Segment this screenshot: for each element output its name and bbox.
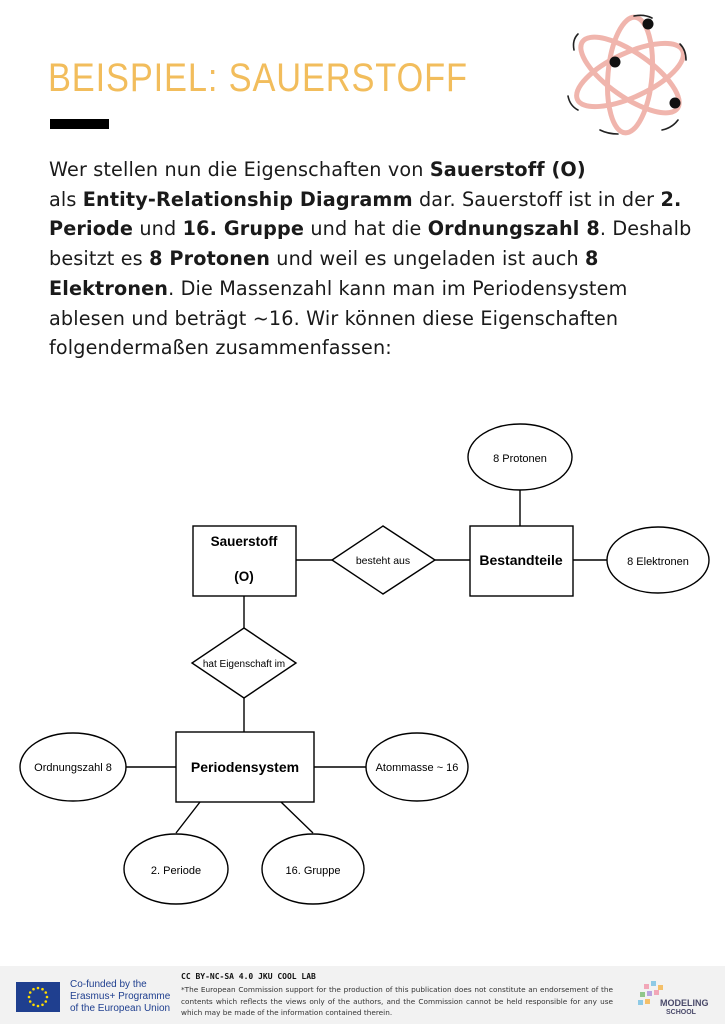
attribute-atommasse-ellipse — [365, 732, 469, 802]
attribute-elektronen-ellipse — [606, 526, 710, 594]
eu-star-icon — [44, 1000, 48, 1003]
intro-text: und — [133, 217, 183, 241]
atom-icon — [567, 14, 687, 136]
relationship-besteht-aus-diamond — [330, 525, 437, 595]
license-text: CC BY-NC-SA 4.0 JKU COOL LAB — [181, 972, 316, 981]
footer — [0, 966, 725, 1024]
attribute-periode-ellipse — [123, 833, 229, 905]
attribute-atommasse-label: Atommasse ~ 16 — [376, 762, 459, 774]
connector-line — [175, 801, 201, 834]
intro-text: dar. Sauerstoff ist in der — [412, 187, 661, 211]
eu-funding-line: Erasmus+ Programme — [70, 991, 171, 1002]
relationship-hat-eigenschaft-label: hat Eigenschaft im — [203, 659, 285, 670]
entity-sauerstoff-box — [192, 525, 297, 597]
eu-funding-text: Co-funded by the Erasmus+ Programme of t… — [70, 979, 178, 1015]
intro-bold-sauerstoff: Sauerstoff (O) — [429, 158, 586, 181]
eu-star-icon — [28, 991, 32, 994]
relationship-hat-eigenschaft-diamond — [190, 627, 298, 699]
eu-star-icon — [27, 995, 31, 999]
intro-bold-elektronen: 8 Elektronen — [49, 247, 599, 300]
eu-star-icon — [41, 1003, 44, 1007]
modeling-school-logo: MODELING SCHOOL — [638, 981, 708, 1016]
intro-text: und hat die — [304, 217, 428, 241]
eu-funding-line: of the European Union — [70, 1003, 171, 1014]
attribute-elektronen-label: 8 Elektronen — [627, 556, 689, 568]
entity-bestandteile-box — [469, 525, 574, 597]
eu-star-icon — [32, 987, 35, 991]
intro-text: als — [49, 187, 83, 211]
attribute-ordnungszahl-ellipse — [19, 732, 127, 802]
attribute-gruppe-label: 16. Gruppe — [285, 865, 340, 877]
eu-star-icon — [44, 991, 48, 994]
entity-bestandteile-label: Bestandteile — [479, 552, 562, 568]
intro-text: Wer stellen nun die Eigenschaften von — [49, 158, 430, 181]
logo-text-school: SCHOOL — [666, 1009, 697, 1016]
eu-flag-icon — [16, 982, 60, 1012]
entity-periodensystem-label: Periodensystem — [191, 759, 299, 775]
er-diagram: Sauerstoff (O) Bestandteile Periodensyst… — [19, 423, 710, 905]
intro-bold-ordnungszahl: Ordnungszahl 8 — [427, 217, 600, 241]
eu-star-icon — [32, 1003, 35, 1007]
eu-star-icon — [28, 1000, 32, 1003]
intro-text: . Deshalb besitzt es — [49, 217, 692, 271]
title-underline-bar — [50, 119, 109, 129]
attribute-periode-label: 2. Periode — [151, 865, 201, 877]
eu-star-icon — [41, 987, 44, 991]
entity-sauerstoff-symbol: (O) — [234, 569, 254, 584]
entity-periodensystem-box — [175, 731, 315, 803]
attribute-gruppe-ellipse — [261, 833, 365, 905]
attribute-protonen-ellipse — [467, 423, 573, 491]
page-title: BEISPIEL: SAUERSTOFF — [48, 56, 468, 100]
logo-text-modeling: MODELING — [660, 998, 708, 1008]
intro-paragraph: Wer stellen nun die Eigenschaften von Sa… — [49, 155, 699, 363]
attribute-protonen-label: 8 Protonen — [493, 453, 547, 465]
intro-bold-gruppe: 16. Gruppe — [182, 217, 305, 241]
disclaimer-text: *The European Commission support for the… — [181, 985, 613, 1018]
intro-bold-erd: Entity-Relationship Diagramm — [82, 187, 413, 211]
connector-line — [280, 801, 314, 834]
intro-text: . Die Massenzahl kann man im Periodensys… — [49, 276, 628, 360]
intro-text: und weil es ungeladen ist auch — [270, 247, 586, 271]
eu-star-icon — [45, 995, 49, 999]
attribute-ordnungszahl-label: Ordnungszahl 8 — [34, 762, 112, 774]
eu-star-icon — [36, 986, 40, 990]
entity-sauerstoff-label: Sauerstoff — [211, 534, 278, 549]
eu-star-icon — [36, 1004, 40, 1008]
relationship-besteht-aus-label: besteht aus — [356, 555, 410, 567]
intro-bold-periode: 2. Periode — [49, 187, 682, 241]
intro-bold-protonen: 8 Protonen — [149, 247, 271, 271]
eu-funding-line: Co-funded by the — [70, 979, 147, 990]
